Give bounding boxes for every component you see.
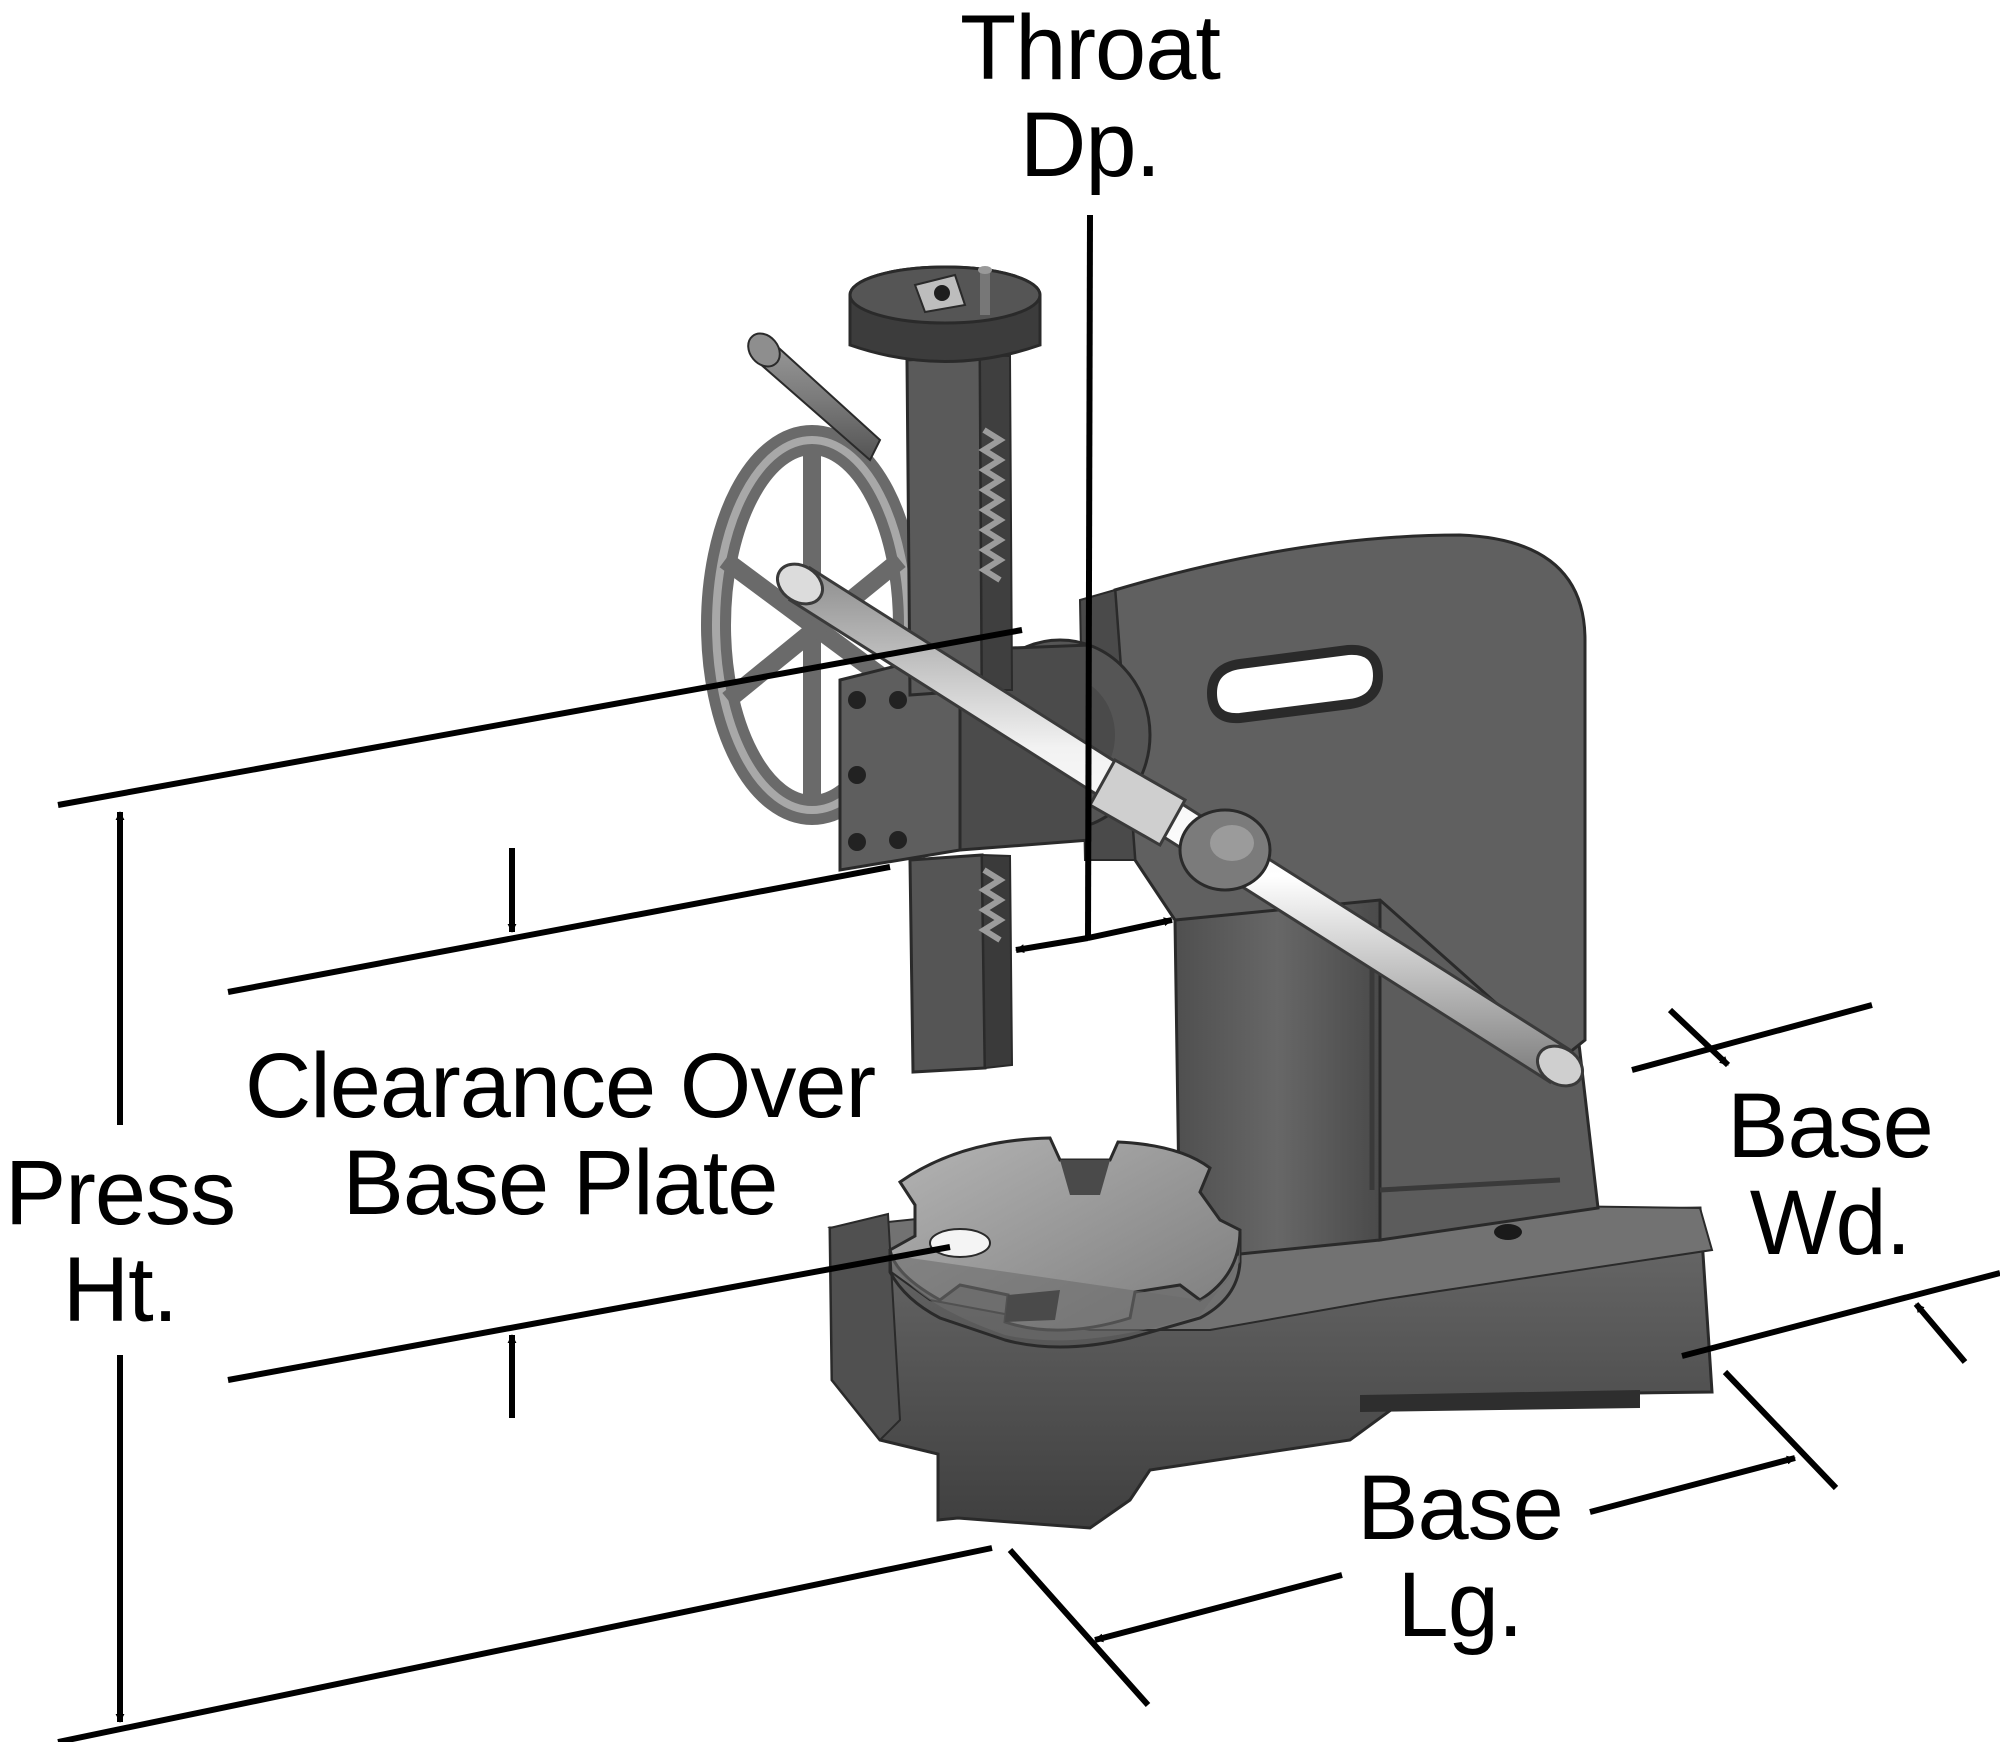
base-width-arrow-top (1667, 1007, 1731, 1068)
base-length-label: Base Lg. (1320, 1460, 1600, 1653)
base-width-label-line1: Base (1727, 1075, 1934, 1177)
base-length-arrow-left (1094, 1572, 1343, 1643)
ram-rack (848, 265, 1042, 1074)
base-length-label-line2: Lg. (1397, 1553, 1524, 1656)
base-width-bottom-extension (1681, 1270, 2000, 1359)
throat-depth-leader (1085, 214, 1093, 941)
press-height-label-line2: Ht. (62, 1238, 179, 1341)
clearance-bottom-extension (227, 1244, 951, 1383)
lever-handle (776, 562, 1584, 1088)
throat-depth-arrow-left (1015, 935, 1089, 954)
base-length-label-line1: Base (1357, 1457, 1564, 1559)
base-width-label-line2: Wd. (1749, 1171, 1912, 1274)
throat-depth-label-line2: Dp. (1019, 93, 1161, 196)
base-width-label: Base Wd. (1690, 1078, 1970, 1271)
throat-depth-label-line1: Throat (960, 0, 1221, 99)
base-plate (888, 1136, 1242, 1349)
press-height-bottom-extension (57, 1545, 993, 1745)
base-length-left-extension (1007, 1548, 1151, 1707)
base-width-arrow-bottom (1913, 1302, 1968, 1364)
press-height-label: Press Ht. (0, 1145, 240, 1338)
base-width-top-extension (1631, 1002, 1873, 1073)
wheel-grip-handle (747, 332, 882, 462)
clearance-label-line2: Base Plate (342, 1131, 779, 1234)
base-length-arrow-right (1589, 1455, 1796, 1515)
clearance-top-extension (227, 864, 891, 995)
press-height-label-line1: Press (4, 1142, 236, 1244)
press-height-top-extension (57, 627, 1023, 808)
clearance-label-line1: Clearance Over (244, 1035, 876, 1137)
throat-depth-label: Throat Dp. (920, 0, 1260, 193)
clearance-label: Clearance Over Base Plate (200, 1038, 920, 1231)
throat-depth-arrow-right (1087, 917, 1173, 941)
base-length-right-extension (1722, 1369, 1839, 1491)
dimension-lines (57, 214, 2000, 1745)
